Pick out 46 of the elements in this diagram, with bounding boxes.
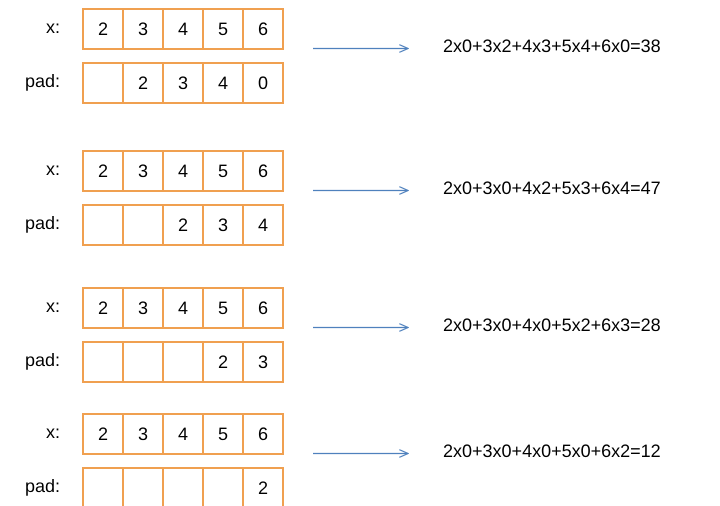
arrow — [313, 448, 409, 458]
array-cell: 2 — [242, 467, 284, 506]
array-cell: 6 — [242, 150, 284, 192]
equation-text: 2x0+3x0+4x2+5x3+6x4=47 — [443, 178, 661, 199]
array-cell: 3 — [122, 287, 164, 329]
array-cell: 4 — [162, 8, 204, 50]
array-cell: 6 — [242, 413, 284, 455]
arrow — [313, 44, 409, 54]
equation-text: 2x0+3x0+4x0+5x0+6x2=12 — [443, 441, 661, 462]
array-cell: 4 — [202, 62, 244, 104]
array-cell: 2 — [122, 62, 164, 104]
row-label: x: — [44, 17, 60, 38]
array-cell: 6 — [242, 287, 284, 329]
equation-text: 2x0+3x0+4x0+5x2+6x3=28 — [443, 315, 661, 336]
row-label: pad: — [24, 213, 60, 234]
array-cell: 3 — [162, 62, 204, 104]
array-cell: 4 — [242, 204, 284, 246]
equation-text: 2x0+3x2+4x3+5x4+6x0=38 — [443, 36, 661, 57]
array-cell: 2 — [82, 8, 124, 50]
arrow — [313, 322, 409, 332]
array-cell: 2 — [162, 204, 204, 246]
array-cell: 5 — [202, 150, 244, 192]
array-cell: 2 — [82, 413, 124, 455]
row-label: x: — [44, 159, 60, 180]
array-cell: 5 — [202, 287, 244, 329]
array-cell: 0 — [242, 62, 284, 104]
array-cell: 3 — [122, 150, 164, 192]
arrow — [313, 186, 409, 196]
array-cell: 4 — [162, 150, 204, 192]
array-cell: 5 — [202, 413, 244, 455]
array-cell: 2 — [202, 341, 244, 383]
array-cell: 2 — [82, 287, 124, 329]
row-label: pad: — [24, 71, 60, 92]
array-cell: 3 — [202, 204, 244, 246]
row-label: x: — [44, 296, 60, 317]
array-cell: 2 — [82, 150, 124, 192]
array-cell: 5 — [202, 8, 244, 50]
array-cell: 3 — [122, 413, 164, 455]
array-cell: 3 — [122, 8, 164, 50]
array-cell: 4 — [162, 287, 204, 329]
row-label: pad: — [24, 476, 60, 497]
row-label: x: — [44, 422, 60, 443]
row-label: pad: — [24, 350, 60, 371]
array-cell: 4 — [162, 413, 204, 455]
array-cell: 3 — [242, 341, 284, 383]
array-cell: 6 — [242, 8, 284, 50]
